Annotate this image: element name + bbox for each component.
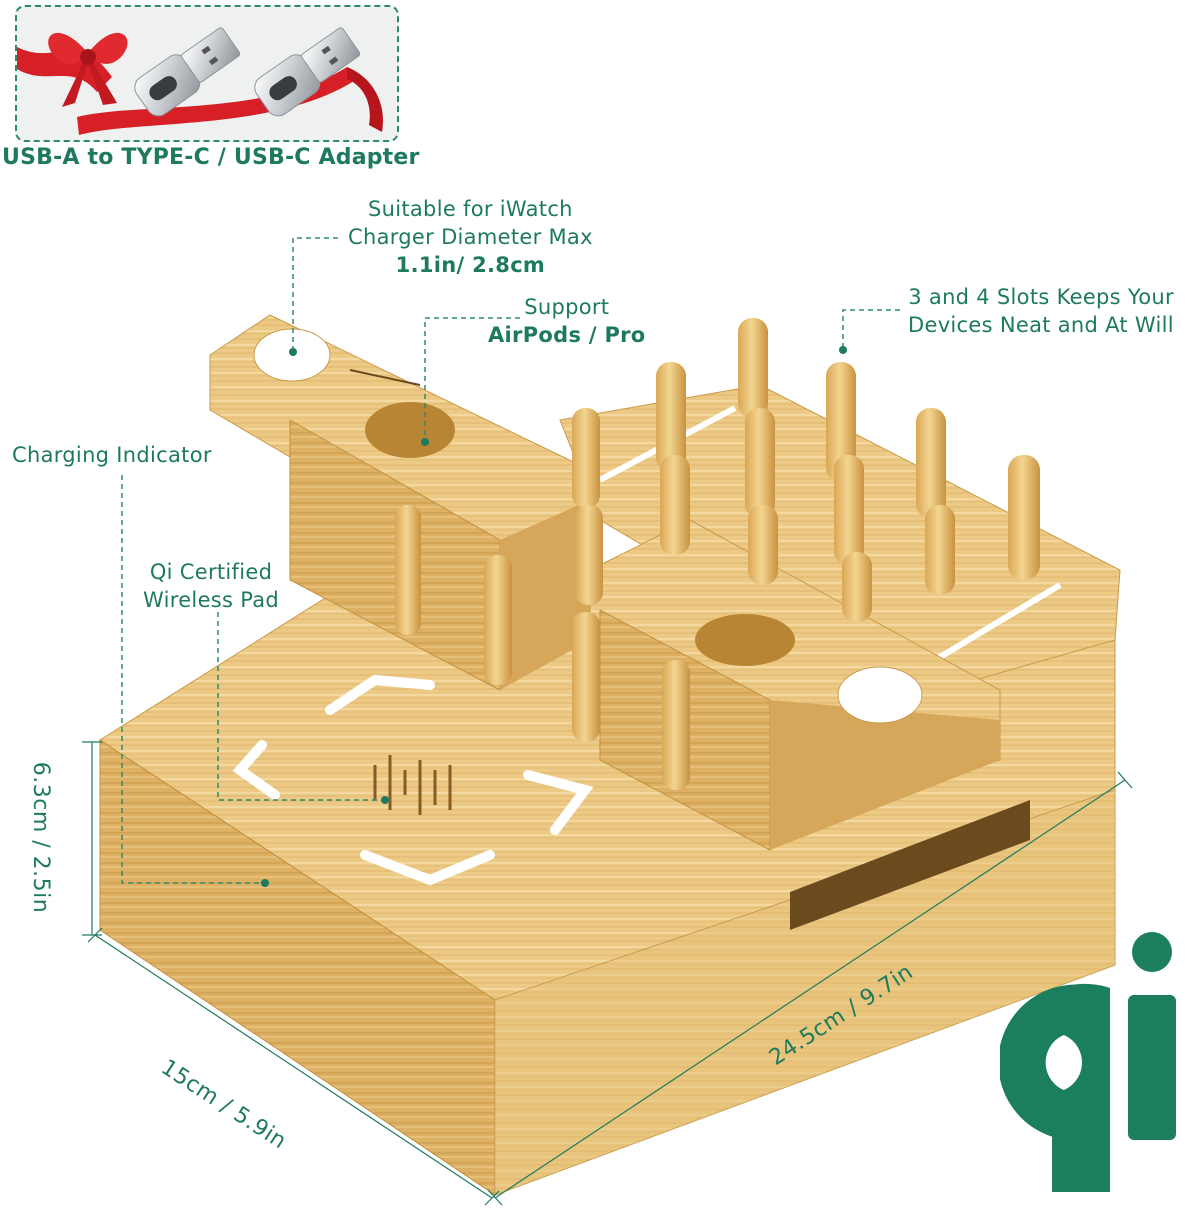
wireless-coil-icon — [232, 674, 594, 886]
airpods-callout-line2: AirPods / Pro — [488, 323, 646, 347]
slots-callout: 3 and 4 Slots Keeps Your Devices Neat an… — [908, 283, 1174, 339]
airpods-callout-line1: Support — [524, 295, 610, 319]
iwatch-callout-line1: Suitable for iWatch — [367, 197, 573, 221]
slots-callout-line1: 3 and 4 Slots Keeps Your — [908, 285, 1174, 309]
dimension-lines — [82, 741, 1133, 1206]
gift-bow-icon — [17, 32, 383, 135]
slots-callout-line2: Devices Neat and At Will — [908, 313, 1174, 337]
adapter-inset — [15, 5, 399, 142]
slot-pegs — [395, 318, 1040, 790]
iwatch-callout: Suitable for iWatch Charger Diameter Max… — [348, 195, 593, 279]
iwatch-callout-line2: Charger Diameter Max — [348, 225, 593, 249]
qi-pad-callout-line2: Wireless Pad — [143, 588, 280, 612]
callout-leaders — [121, 237, 900, 884]
qi-pad-callout: Qi Certified Wireless Pad — [143, 558, 279, 614]
usb-adapter-icon — [134, 27, 361, 117]
height-dimension-label: 6.3cm / 2.5in — [28, 761, 54, 914]
qi-pad-callout-line1: Qi Certified — [149, 560, 273, 584]
adapter-caption: USB-A to TYPE-C / USB-C Adapter — [2, 145, 420, 170]
qi-logo-icon — [1000, 932, 1176, 1192]
indicator-callout-line1: Charging Indicator — [12, 443, 212, 467]
iwatch-callout-size: 1.1in/ 2.8cm — [395, 253, 546, 277]
indicator-callout: Charging Indicator — [12, 441, 212, 469]
airpods-callout: Support AirPods / Pro — [488, 293, 646, 349]
